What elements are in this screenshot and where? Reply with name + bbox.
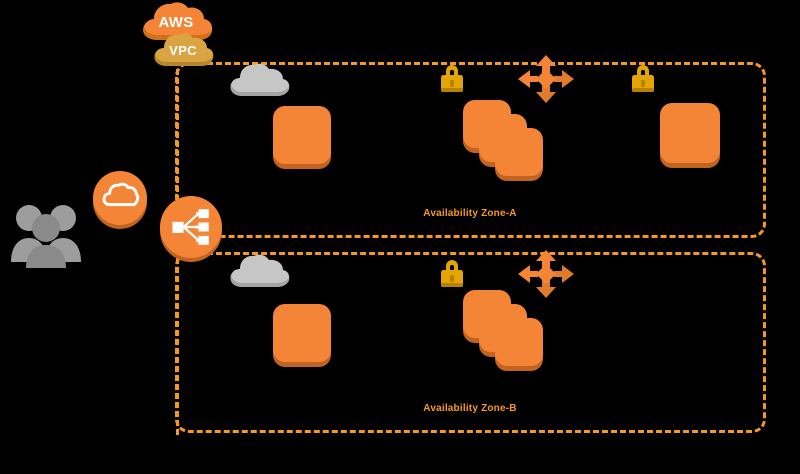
aws-cloud-tag-label: AWS: [158, 13, 194, 31]
vpc-cloud-tag: VPC: [150, 31, 216, 71]
zone-b-security-padlock-icon: [437, 257, 467, 291]
aws-cloud-tag: AWS: [138, 0, 214, 46]
zone-a-database-padlock-icon: [628, 62, 658, 96]
zone-b-instance-box[interactable]: [273, 304, 331, 362]
elastic-load-balancer-icon[interactable]: [160, 196, 222, 258]
zone-a-auto-scaling-icon: [518, 55, 574, 103]
zone-a-instance-box[interactable]: [273, 106, 331, 164]
zone-b-instance-stack[interactable]: [463, 290, 553, 366]
zone-b-auto-scaling-icon: [518, 250, 574, 298]
aws-cloud-icon: [143, 2, 213, 41]
internet-cloud-icon: [93, 171, 147, 225]
instance-stack-item: [495, 128, 543, 176]
availability-zone-b-label: Availability Zone-B: [423, 403, 517, 414]
vpc-cloud-icon: [154, 33, 214, 66]
users-group-icon: [8, 190, 84, 268]
zone-a-database-box[interactable]: [660, 103, 720, 163]
zone-a-subnet-cloud-icon: [226, 62, 292, 102]
zone-a-security-padlock-icon: [437, 62, 467, 96]
instance-stack-item: [495, 318, 543, 366]
availability-zone-a-label: Availability Zone-A: [423, 208, 517, 219]
vpc-cloud-tag-label: VPC: [169, 43, 197, 58]
zone-b-subnet-cloud-icon: [226, 253, 292, 293]
zone-a-instance-stack[interactable]: [463, 100, 553, 176]
